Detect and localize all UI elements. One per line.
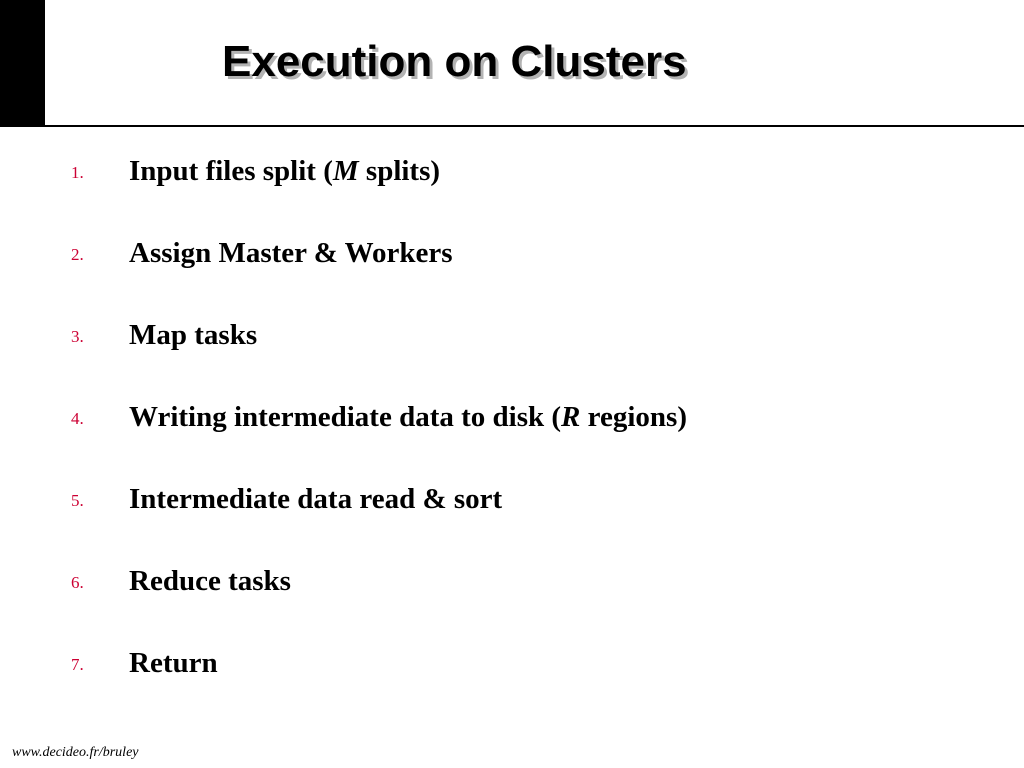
slide-title: Execution on Clusters bbox=[222, 37, 687, 86]
steps-list: 1. Input files split (M splits) 2. Assig… bbox=[0, 147, 1024, 721]
step-text: Intermediate data read & sort bbox=[129, 481, 502, 517]
list-item: 6. Reduce tasks bbox=[0, 557, 1024, 639]
left-accent-bar bbox=[0, 0, 45, 127]
step-number: 1. bbox=[71, 163, 84, 182]
list-item: 2. Assign Master & Workers bbox=[0, 229, 1024, 311]
list-item: 5. Intermediate data read & sort bbox=[0, 475, 1024, 557]
list-item: 3. Map tasks bbox=[0, 311, 1024, 393]
step-text: Assign Master & Workers bbox=[129, 235, 453, 271]
step-text-part: regions) bbox=[580, 401, 687, 433]
footer-url: www.decideo.fr/bruley bbox=[12, 745, 139, 760]
step-text: Map tasks bbox=[129, 317, 257, 353]
step-text-part: splits) bbox=[358, 155, 441, 187]
step-variable: M bbox=[332, 155, 359, 187]
step-text-part: Reduce tasks bbox=[129, 565, 291, 597]
step-variable: R bbox=[561, 401, 581, 433]
step-text-part: Writing intermediate data to disk ( bbox=[129, 401, 562, 433]
list-item: 1. Input files split (M splits) bbox=[0, 147, 1024, 229]
step-number: 7. bbox=[71, 655, 84, 674]
step-text-part: Intermediate data read & sort bbox=[129, 483, 503, 515]
header-divider bbox=[45, 125, 1024, 127]
step-text: Writing intermediate data to disk (R reg… bbox=[129, 399, 687, 435]
list-item: 7. Return bbox=[0, 639, 1024, 721]
step-number: 5. bbox=[71, 491, 84, 510]
step-text-part: Return bbox=[129, 647, 218, 679]
step-number: 2. bbox=[71, 245, 84, 264]
step-number: 6. bbox=[71, 573, 84, 592]
step-text-part: Map tasks bbox=[129, 319, 258, 351]
list-item: 4. Writing intermediate data to disk (R … bbox=[0, 393, 1024, 475]
step-text-part: Input files split ( bbox=[129, 155, 333, 187]
step-text: Reduce tasks bbox=[129, 563, 291, 599]
step-text: Input files split (M splits) bbox=[129, 153, 440, 189]
step-text-part: Assign Master & Workers bbox=[129, 237, 453, 269]
step-number: 4. bbox=[71, 409, 84, 428]
step-text: Return bbox=[129, 645, 218, 681]
step-number: 3. bbox=[71, 327, 84, 346]
